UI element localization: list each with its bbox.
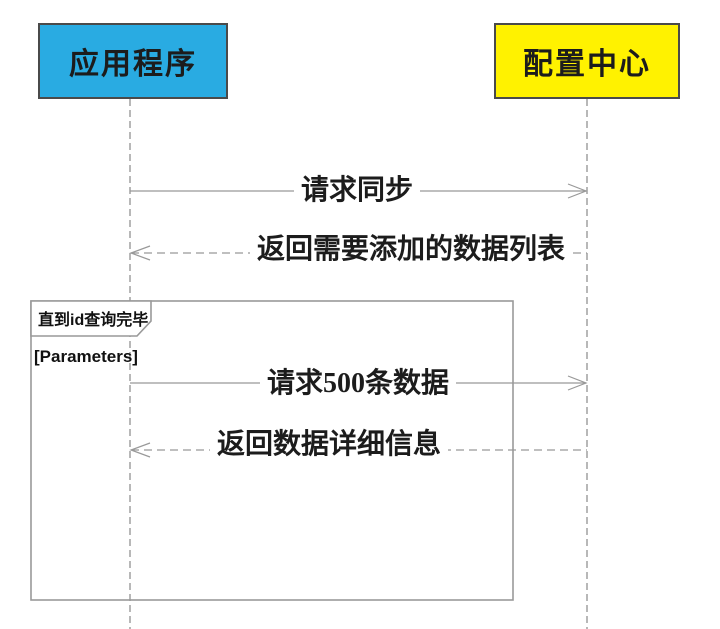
arrowhead-left-icon — [129, 245, 151, 261]
message-label-request-500: 请求500条数据 — [259, 367, 457, 401]
message-label-return-add-list: 返回需要添加的数据列表 — [249, 233, 573, 267]
loop-fragment-title: 直到id查询完毕 — [38, 312, 149, 329]
actor-box-application: 应用程序 — [38, 23, 228, 99]
arrowhead-right-icon — [567, 375, 588, 391]
loop-fragment-label-pentagon — [30, 300, 152, 337]
loop-fragment-guard: [Parameters] — [34, 347, 138, 366]
arrowhead-left-icon — [129, 442, 151, 458]
message-label-return-detail: 返回数据详细信息 — [209, 428, 449, 462]
actor-box-config-center: 配置中心 — [494, 23, 680, 99]
arrowhead-right-icon — [567, 183, 588, 199]
actor-label-config-center: 配置中心 — [523, 48, 651, 81]
message-label-request-sync: 请求同步 — [293, 174, 421, 208]
actor-label-application: 应用程序 — [69, 48, 197, 81]
